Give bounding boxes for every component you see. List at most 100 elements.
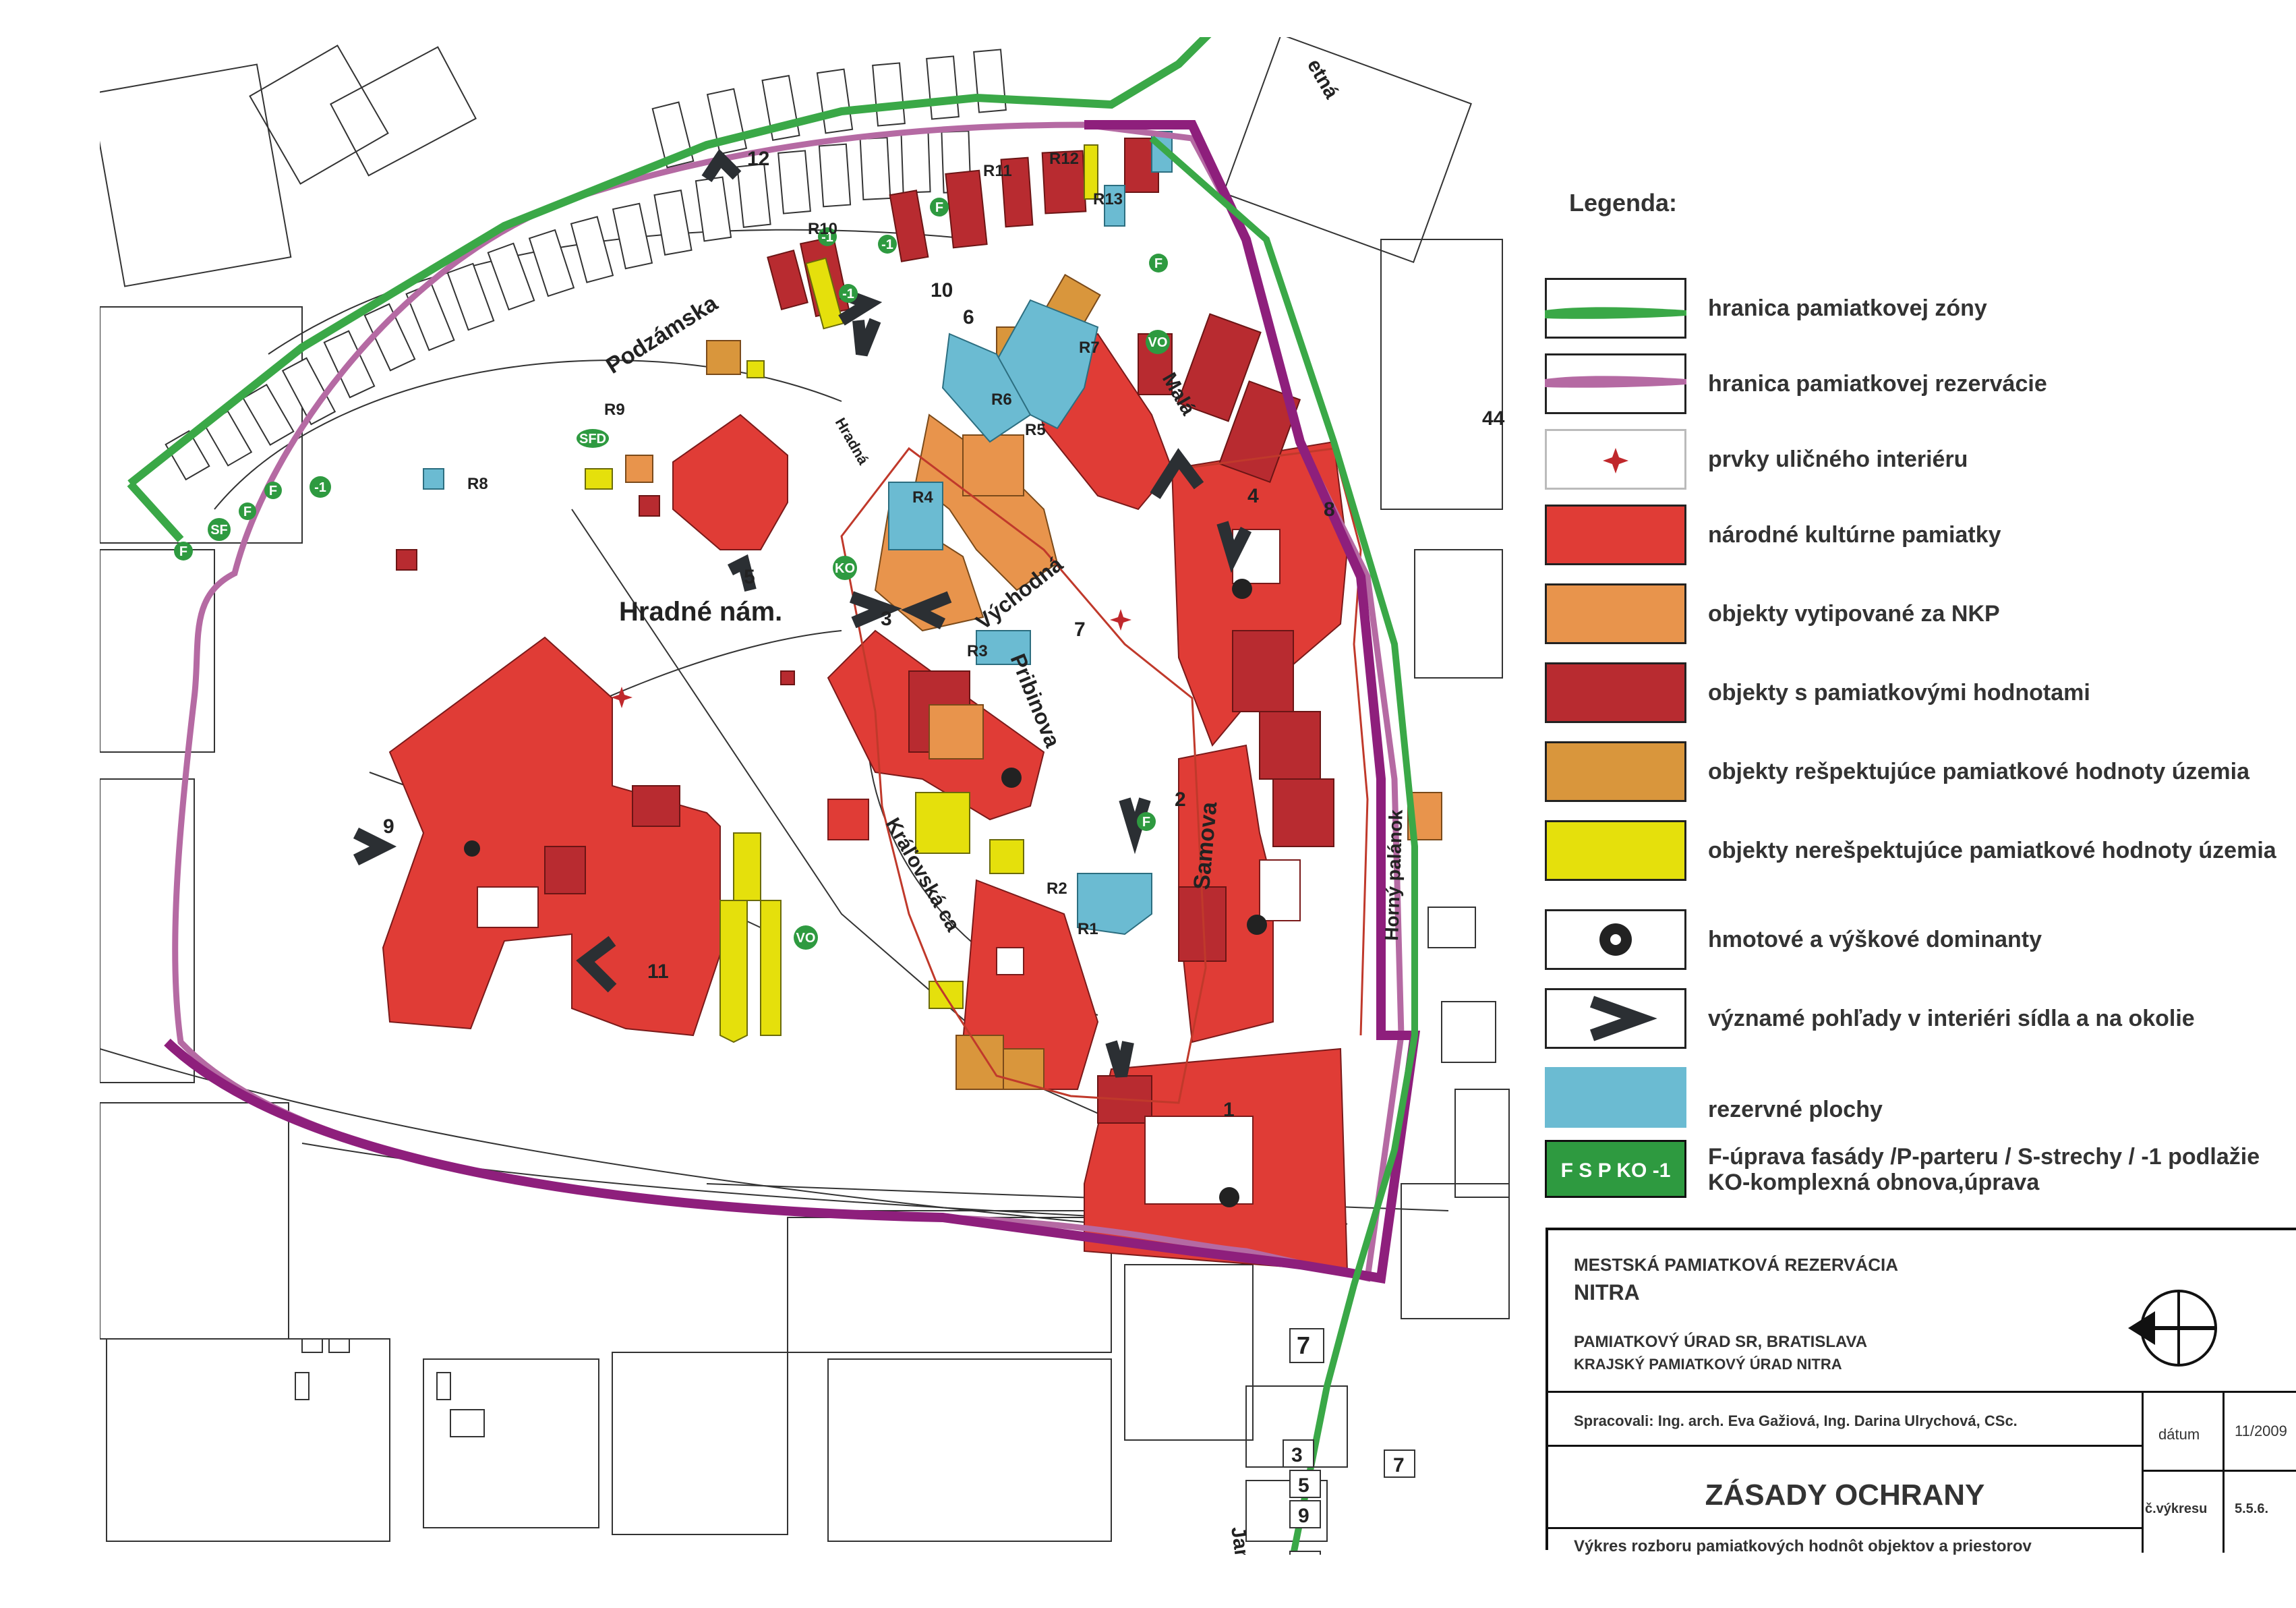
legend-label-zone-boundary: hranica pamiatkovej zóny [1708, 295, 1987, 321]
street-etna: etná [1303, 55, 1343, 103]
legend-swatch-street-elements [1545, 429, 1686, 490]
legend-label-tipped-nkp: objekty vytipované za NKP [1708, 601, 2000, 627]
legend-interventions-line1: F-úprava fasády /P-parteru / S-strechy /… [1708, 1144, 2260, 1170]
legend-item-tipped-nkp: objekty vytipované za NKP [1541, 583, 2289, 644]
legend-swatch-zone-boundary [1545, 278, 1686, 339]
title-block-divider-4 [1548, 1527, 2142, 1529]
title-block-date-value: 11/2009 [2235, 1423, 2287, 1439]
reserve-label-r11: R11 [983, 162, 1012, 180]
view-number-3: 3 [881, 608, 892, 630]
reserve-label-r3: R3 [967, 642, 988, 660]
tag-minus1-3: -1 [821, 230, 833, 245]
reserve-label-r4: R4 [912, 488, 933, 507]
intervention-tags: F SF F F -1 SFD -1 -1 -1 F F F VO VO KO [174, 198, 1170, 950]
address-7-a: 7 [1297, 1331, 1310, 1359]
title-block-divider-3 [2142, 1470, 2296, 1472]
address-44: 44 [1482, 407, 1505, 430]
zone-boundary-north [127, 37, 1212, 487]
podzamska-parcels [165, 49, 1007, 481]
legend-item-reservation-boundary: hranica pamiatkovej rezervácie [1541, 353, 2289, 414]
tag-vo-2: VO [796, 931, 816, 946]
reserve-label-r8: R8 [467, 475, 488, 493]
legend-label-dominants: hmotové a výškové dominanty [1708, 927, 2042, 952]
zone-boundary-west [127, 480, 184, 543]
view-number-1: 1 [1223, 1099, 1235, 1121]
legend-item-zone-boundary: hranica pamiatkovej zóny [1541, 278, 2289, 339]
legend-item-interventions: F S P KO -1 F-úprava fasády /P-parteru /… [1541, 1140, 2289, 1201]
tag-minus1-1: -1 [314, 480, 326, 495]
reserve-label-r10: R10 [808, 220, 837, 238]
tag-f-2: F [243, 505, 252, 519]
view-number-7: 7 [1074, 619, 1086, 641]
legend-label-views: významé pohľady v interiéri sídla a na o… [1708, 1006, 2195, 1031]
legend-label-reserve: rezervné plochy [1708, 1097, 1883, 1122]
legend-label-respecting: objekty rešpektujúce pamiatkové hodnoty … [1708, 759, 2250, 784]
legend-swatch-reserve [1545, 1067, 1686, 1128]
tag-f-5: F [1154, 256, 1162, 271]
reserve-label-r2: R2 [1047, 880, 1067, 898]
dominants [464, 579, 1267, 1207]
tag-minus1-2: -1 [842, 287, 854, 302]
street-horny-palanok: Horný palánok [1381, 809, 1407, 941]
view-number-9: 9 [383, 815, 394, 838]
view-number-6: 6 [963, 306, 974, 328]
legend-swatch-national-monuments [1545, 505, 1686, 565]
title-block-reservation: MESTSKÁ PAMIATKOVÁ REZERVÁCIA [1574, 1255, 1899, 1275]
street-janka: Janka [1227, 1525, 1257, 1555]
address-9: 9 [1298, 1505, 1309, 1527]
view-arrows [353, 148, 1252, 1078]
legend-interventions-line2: KO-komplexná obnova,úprava [1708, 1170, 2040, 1195]
legend-swatch-dominants [1545, 909, 1686, 970]
courtyards [477, 529, 1301, 1205]
view-number-2: 2 [1175, 788, 1186, 811]
view-number-5: 5 [744, 566, 755, 588]
tag-ko: KO [835, 561, 855, 576]
view-number-11: 11 [647, 960, 669, 983]
title-block-date-label: dátum [2158, 1426, 2200, 1443]
north-arrow-icon [2128, 1290, 2217, 1367]
legend-item-respecting: objekty rešpektujúce pamiatkové hodnoty … [1541, 741, 2289, 802]
legend-swatch-views [1545, 988, 1686, 1049]
address-3: 3 [1291, 1444, 1303, 1466]
title-block-office: PAMIATKOVÝ ÚRAD SR, BRATISLAVA [1574, 1333, 1868, 1351]
reserve-label-r6: R6 [991, 391, 1012, 409]
title-block-divider-v2 [2223, 1391, 2225, 1553]
heritage-map[interactable]: F SF F F -1 SFD -1 -1 -1 F F F VO VO KO … [100, 37, 1514, 1555]
legend-item-reserve: rezervné plochy [1541, 1067, 2289, 1128]
legend-swatch-valued [1545, 662, 1686, 723]
title-block-main-title: ZÁSADY OCHRANY [1705, 1478, 1985, 1512]
address-5: 5 [1298, 1474, 1309, 1497]
legend-swatch-respecting [1545, 741, 1686, 802]
street-podzamska: Podzámska [601, 290, 723, 379]
view-number-12: 12 [747, 148, 769, 170]
reserve-label-r12: R12 [1049, 150, 1079, 168]
legend-label-street-elements: prvky uličného interiéru [1708, 447, 1968, 472]
tag-sf-1: SF [210, 523, 228, 538]
legend-item-nonrespecting: objekty nerešpektujúce pamiatkové hodnot… [1541, 820, 2289, 881]
view-numbers: 1 2 3 4 5 6 7 8 9 10 11 12 [383, 148, 1335, 1121]
reserve-label-r5: R5 [1025, 421, 1046, 439]
title-block-regional-office: KRAJSKÝ PAMIATKOVÝ ÚRAD NITRA [1574, 1356, 1842, 1373]
legend-label-national-monuments: národné kultúrne pamiatky [1708, 522, 2001, 548]
title-block-authors: Spracovali: Ing. arch. Eva Gažiová, Ing.… [1574, 1412, 2018, 1429]
title-block-subtitle: Výkres rozboru pamiatkových hodnôt objek… [1574, 1537, 2032, 1555]
tag-vo-1: VO [1148, 335, 1168, 350]
street-hradna: Hradná [832, 415, 873, 468]
title-block-drawing-value: 5.5.6. [2235, 1501, 2269, 1516]
title-block-divider-1 [1548, 1391, 2296, 1393]
legend-item-national-monuments: národné kultúrne pamiatky [1541, 505, 2289, 565]
view-number-8: 8 [1324, 498, 1335, 521]
reserve-label-r13: R13 [1093, 190, 1123, 208]
title-block-divider-v1 [2142, 1391, 2144, 1553]
parcel-outlines [100, 37, 1510, 1542]
legend-swatch-tipped-nkp [1545, 583, 1686, 644]
reservation-boundary-east [164, 120, 1421, 1284]
legend-label-nonrespecting: objekty nerešpektujúce pamiatkové hodnot… [1708, 838, 2276, 863]
tag-f-6: F [1142, 815, 1150, 830]
address-boxes: 7 3 5 7 9 11 44 [1283, 407, 1505, 1555]
reserve-areas [423, 131, 1173, 936]
tag-minus1-4: -1 [881, 237, 893, 252]
reserve-label-r9: R9 [604, 401, 625, 419]
nonrespecting-buildings [585, 144, 1098, 1043]
reserve-label-r1: R1 [1078, 920, 1098, 938]
